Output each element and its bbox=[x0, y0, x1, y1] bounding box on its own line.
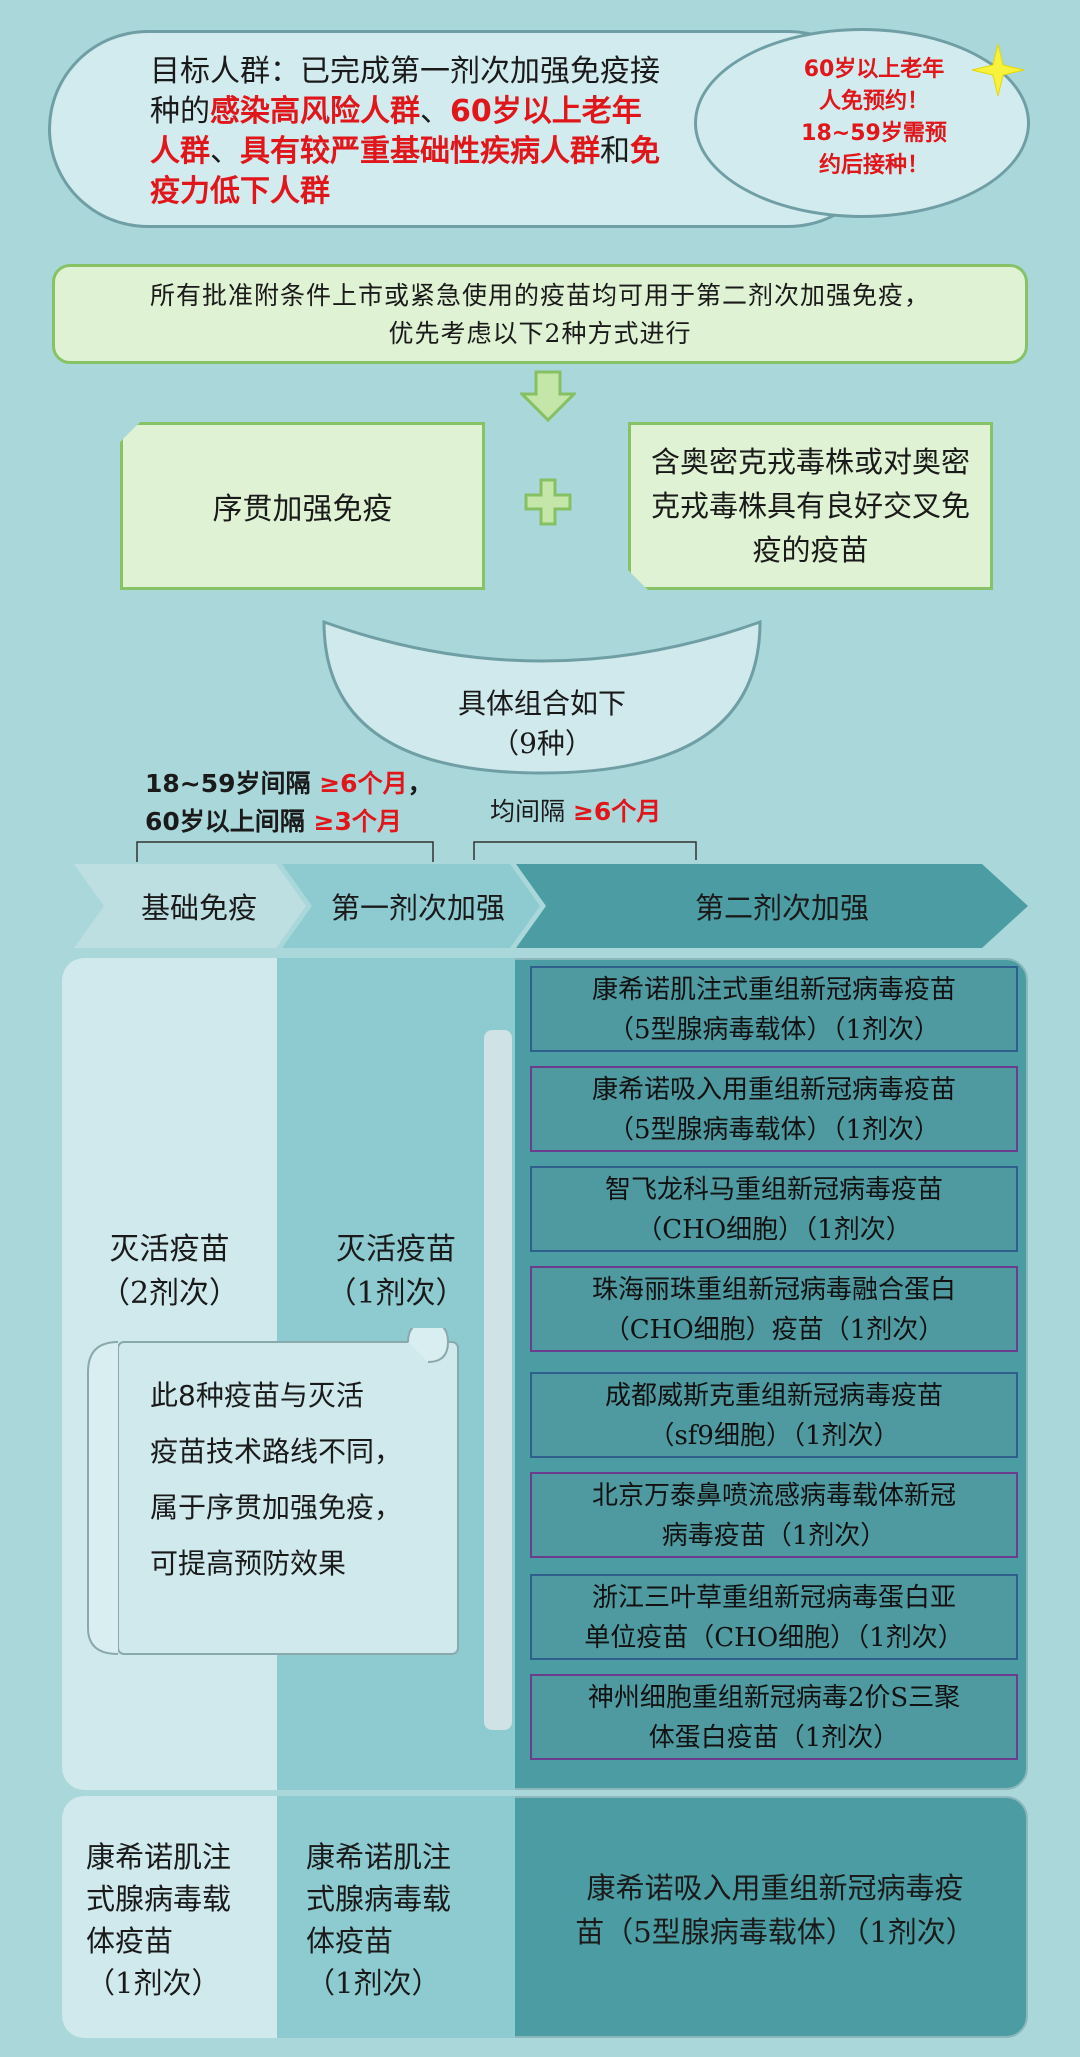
bottom-primary-text: 康希诺肌注 式腺病毒载 体疫苗 （1剂次） bbox=[86, 1840, 232, 2000]
vaccine-item: 成都威斯克重组新冠病毒疫苗（sf9细胞）（1剂次） bbox=[530, 1372, 1018, 1458]
group-chronic: 具有较严重基础性疾病人群 bbox=[240, 134, 600, 169]
first-booster-vaccine: 灭活疫苗 （1剂次） bbox=[326, 1232, 466, 1311]
vaccine-item: 智飞龙科马重组新冠病毒疫苗（CHO细胞）（1剂次） bbox=[530, 1166, 1018, 1252]
sparkle-icon bbox=[971, 43, 1025, 97]
combo-bowl bbox=[322, 620, 762, 775]
bottom-first-booster-text: 康希诺肌注 式腺病毒载 体疫苗 （1剂次） bbox=[306, 1840, 452, 2000]
intro-box: 所有批准附条件上市或紧急使用的疫苗均可用于第二剂次加强免疫， 优先考虑以下2种方… bbox=[52, 264, 1028, 364]
appointment-notice-text: 60岁以上老年 人免预约！ 18~59岁需预 约后接种！ bbox=[801, 57, 947, 178]
note-text: 此8种疫苗与灭活 疫苗技术路线不同， 属于序贯加强免疫， 可提高预防效果 bbox=[150, 1379, 403, 1580]
stage-primary: 基础免疫 bbox=[74, 864, 306, 948]
plus-icon bbox=[524, 478, 572, 526]
interval2-bracket bbox=[473, 841, 697, 860]
bottom-first-booster-cell bbox=[277, 1796, 515, 2038]
arrow-down-icon bbox=[520, 370, 576, 422]
target-group-text: 目标人群：已完成第一剂次加强免疫接种的感染高风险人群、60岁以上老年人群、具有较… bbox=[150, 54, 660, 209]
vaccine-item: 神州细胞重组新冠病毒2价S三聚体蛋白疫苗（1剂次） bbox=[530, 1674, 1018, 1760]
vaccine-item: 珠海丽珠重组新冠病毒融合蛋白（CHO细胞）疫苗（1剂次） bbox=[530, 1266, 1018, 1352]
vaccine-item: 康希诺肌注式重组新冠病毒疫苗（5型腺病毒载体）（1剂次） bbox=[530, 966, 1018, 1052]
primary-vaccine: 灭活疫苗 （2剂次） bbox=[99, 1232, 240, 1311]
group-elderly: 60岁以上老年人群 bbox=[150, 94, 642, 169]
combo-text: 具体组合如下 （9种） bbox=[457, 687, 626, 760]
stage-second-booster: 第二剂次加强 bbox=[516, 864, 1028, 948]
bottom-second-booster-text: 康希诺吸入用重组新冠病毒疫 苗（5型腺病毒载体）（1剂次） bbox=[575, 1871, 975, 1949]
appointment-notice-bubble bbox=[694, 28, 1030, 218]
bottom-primary-cell bbox=[62, 1796, 277, 2038]
vaccine-item: 浙江三叶草重组新冠病毒蛋白亚单位疫苗（CHO细胞）（1剂次） bbox=[530, 1574, 1018, 1660]
interval1-bracket bbox=[136, 841, 434, 862]
stage-first-booster: 第一剂次加强 bbox=[282, 864, 540, 948]
note-scroll bbox=[87, 1328, 459, 1655]
group-high-risk: 感染高风险人群 bbox=[210, 94, 420, 129]
interval-first-booster: 18~59岁间隔 ≥6个月， 60岁以上间隔 ≥3个月 bbox=[145, 769, 433, 836]
group-immunocompromised: 免疫力低下人群 bbox=[150, 134, 660, 209]
interval-second-booster: 均间隔 ≥6个月 bbox=[490, 797, 662, 826]
option-sequential-booster: 序贯加强免疫 bbox=[120, 422, 485, 590]
option-omicron-vaccine: 含奥密克戎毒株或对奥密克戎毒株具有良好交叉免疫的疫苗 bbox=[628, 422, 993, 590]
target-label: 目标人群： bbox=[150, 54, 300, 89]
vaccine-item: 康希诺吸入用重组新冠病毒疫苗（5型腺病毒载体）（1剂次） bbox=[530, 1066, 1018, 1152]
vaccine-item: 北京万泰鼻喷流感病毒载体新冠病毒疫苗（1剂次） bbox=[530, 1472, 1018, 1558]
scroll-spine bbox=[484, 1030, 512, 1730]
